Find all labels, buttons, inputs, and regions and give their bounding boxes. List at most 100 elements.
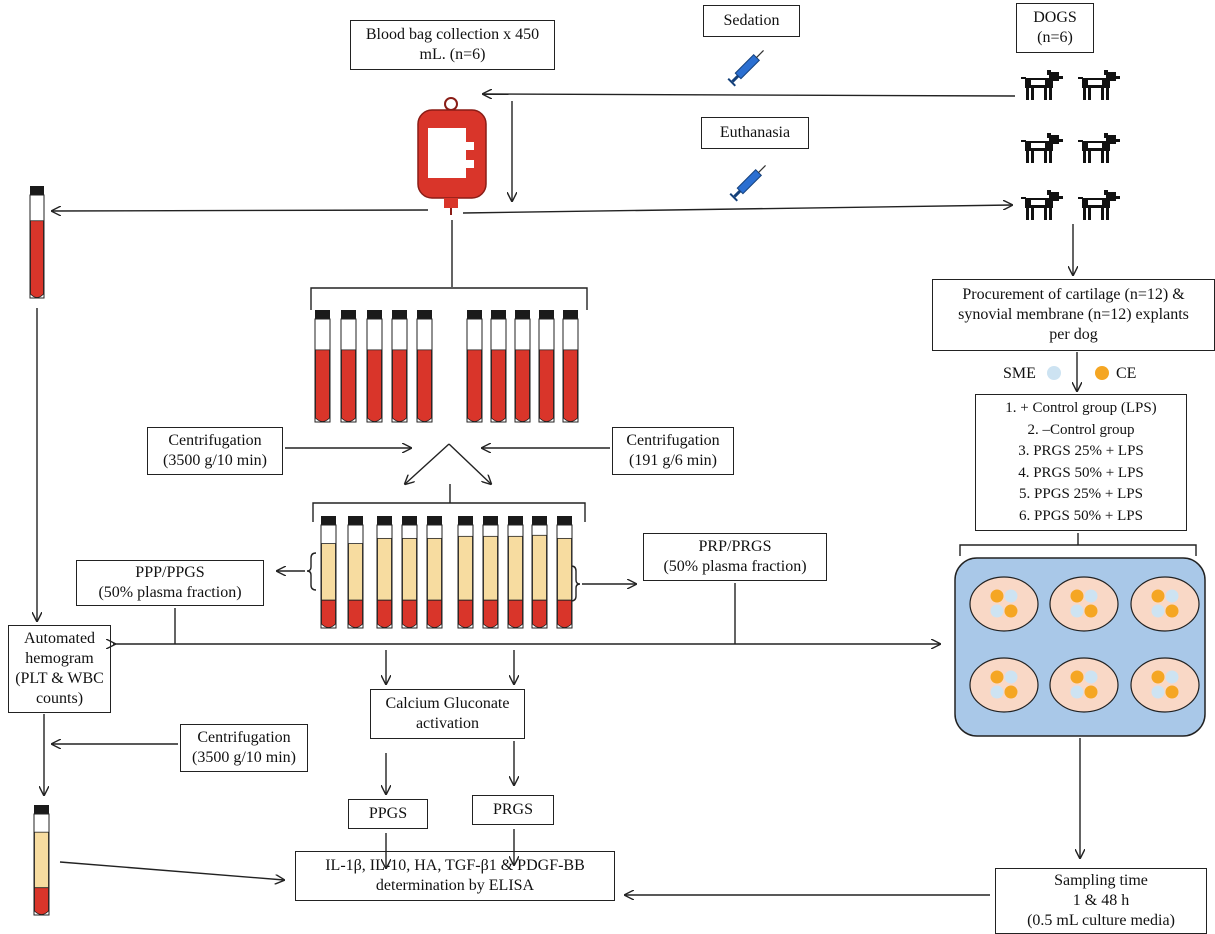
hemogram-line-3: (PLT & WBC [15, 670, 104, 687]
sampling-line-1: Sampling time [1054, 872, 1148, 889]
dog-head [1049, 192, 1059, 201]
well-body [1049, 657, 1119, 713]
centrifugation-right-line-1: Centrifugation [626, 432, 720, 449]
dog-head [1049, 72, 1059, 81]
plate-bracket [959, 544, 1197, 556]
ce-explant [1004, 604, 1018, 618]
centrifugation-left-line-1: Centrifugation [168, 432, 262, 449]
dog-icon [1021, 133, 1063, 163]
syringe-needle [758, 165, 766, 173]
euthanasia-label: Euthanasia [719, 124, 791, 141]
tube-cap [377, 516, 392, 525]
arrow-bag-to-tube [52, 210, 429, 211]
ce-explant [1165, 685, 1179, 699]
dog-patch [1088, 200, 1102, 205]
experimental-groups-box: 1. + Control group (LPS) 2. –Control gro… [975, 394, 1187, 531]
sme-explant [1004, 589, 1018, 603]
dog-icon [1021, 190, 1063, 220]
tube-blood [467, 349, 482, 422]
sedation-box: Sedation [703, 5, 800, 37]
blood-bag-line-2: mL. (n=6) [419, 46, 486, 63]
dog-icon [1078, 70, 1120, 100]
well-body [1049, 576, 1119, 632]
dog-leg [1026, 151, 1029, 163]
group-item: 6. PPGS 50% + LPS [1019, 507, 1143, 524]
centrifugation-bottom-line-2: (3500 g/10 min) [192, 749, 296, 766]
prp-brace [570, 565, 581, 602]
tube-blood [315, 349, 330, 422]
ppp-ppgs-line-2: (50% plasma fraction) [98, 584, 242, 601]
hemogram-box: Automated hemogram (PLT & WBC counts) [8, 625, 111, 713]
culture-well [969, 657, 1039, 713]
dog-leg [1106, 208, 1109, 220]
whole-blood-tube [391, 310, 408, 423]
centrifugation-right-line-2: (191 g/6 min) [629, 452, 717, 469]
whole-blood-tube [514, 310, 531, 423]
ce-explant [1151, 589, 1165, 603]
dogs-layer [1021, 70, 1120, 220]
dog-leg [1026, 208, 1029, 220]
ce-explant [1070, 670, 1084, 684]
dog-snout [1059, 196, 1063, 199]
tube-cap [483, 516, 498, 525]
tube-blood [321, 599, 336, 628]
sme-explant [1004, 670, 1018, 684]
dog-leg [1083, 208, 1086, 220]
arrow-split-left [405, 443, 450, 484]
culture-well [1130, 657, 1200, 713]
whole-blood-tube [416, 310, 433, 423]
culture-plate [954, 557, 1206, 737]
dog-leg [1101, 208, 1104, 220]
syringe-handle [729, 193, 738, 202]
dog-leg [1049, 151, 1052, 163]
well-body [1130, 657, 1200, 713]
ce-explant [1165, 604, 1179, 618]
syringe-icon [727, 50, 764, 87]
dog-leg [1049, 88, 1052, 100]
tube-blood [539, 349, 554, 422]
whole-blood-tube [29, 186, 45, 299]
syringe-needle [756, 50, 764, 58]
separated-tube [482, 516, 499, 629]
tube-blood [30, 220, 44, 298]
hemogram-line-1: Automated [23, 630, 96, 647]
tube-cap [30, 186, 44, 195]
separated-tube [531, 516, 548, 629]
arrow-dogs-to-bag [483, 94, 1016, 96]
tube-blood [515, 349, 530, 422]
sedation-label: Sedation [723, 12, 780, 29]
prp-prgs-box: PRP/PRGS (50% plasma fraction) [643, 533, 827, 581]
dog-tail [1078, 77, 1083, 79]
syringe-icon [729, 165, 766, 202]
dogs-line-1: DOGS [1033, 9, 1077, 26]
dog-icon [1078, 190, 1120, 220]
separated-tube [507, 516, 524, 629]
dog-leg [1083, 151, 1086, 163]
prp-prgs-line-2: (50% plasma fraction) [663, 558, 807, 575]
culture-well [969, 576, 1039, 632]
prp-prgs-line-1: PRP/PRGS [698, 538, 772, 555]
separated-tube [347, 516, 364, 629]
sme-explant [1151, 685, 1165, 699]
prgs-label: PRGS [492, 801, 534, 818]
ce-explant [1004, 685, 1018, 699]
dog-leg [1044, 88, 1047, 100]
tube-blood [402, 599, 417, 628]
tube-plasma [377, 537, 392, 601]
sme-explant [1165, 670, 1179, 684]
tube-cap [341, 310, 356, 319]
whole-blood-tube [314, 310, 331, 423]
whole-blood-tube [340, 310, 357, 423]
tube-blood [508, 599, 523, 628]
tube-blood [341, 349, 356, 422]
syringe-handle [727, 78, 736, 87]
dog-snout [1116, 76, 1120, 79]
tube-plasma [483, 535, 498, 601]
tube-plasma [458, 535, 473, 601]
tube-blood [563, 349, 578, 422]
dog-head [1106, 135, 1116, 144]
tube-blood [392, 349, 407, 422]
calcium-gluconate-box: Calcium Gluconate activation [370, 689, 525, 739]
dog-patch [1088, 143, 1102, 148]
hemogram-line-2: hemogram [25, 650, 94, 667]
